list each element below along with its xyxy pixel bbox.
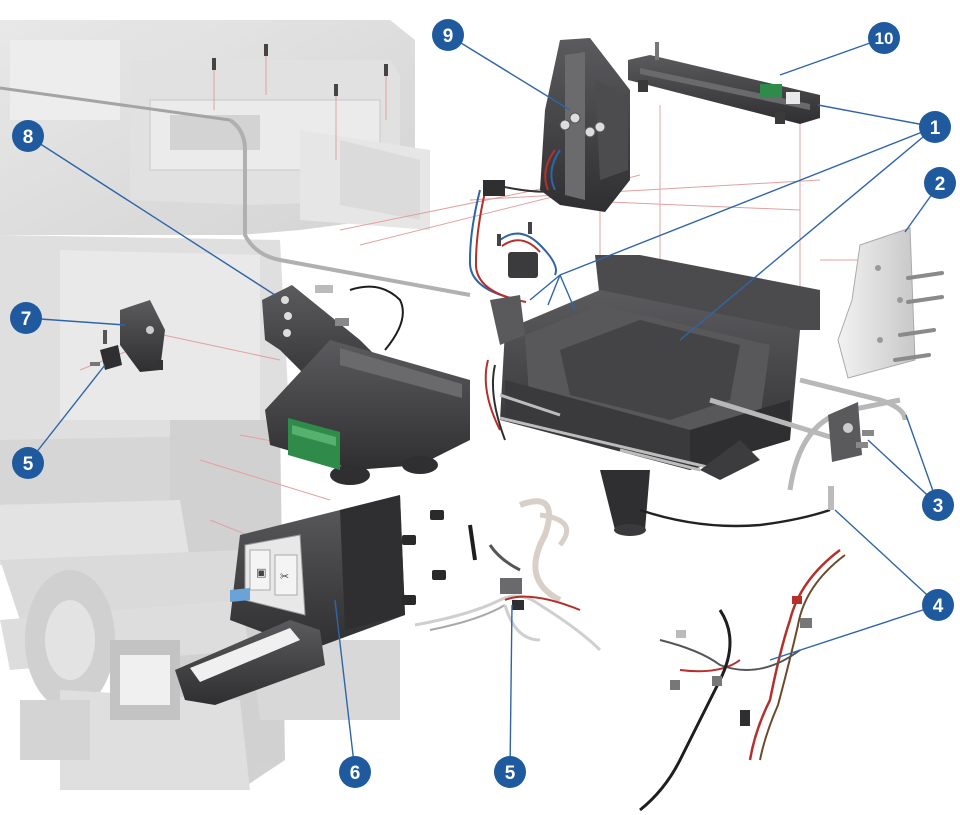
svg-text:9: 9 — [443, 26, 454, 47]
sensor-cable — [468, 180, 561, 303]
callout-6: 6 — [339, 756, 371, 788]
svg-text:1: 1 — [930, 118, 941, 139]
callout-1: 1 — [919, 111, 951, 143]
svg-text:5: 5 — [23, 454, 34, 475]
part-2-side-plate — [837, 227, 944, 379]
frame-screws — [212, 44, 388, 96]
part-6-front-panel: ▣ ✂ — [175, 495, 446, 705]
cutter-icon: ✂ — [280, 570, 289, 583]
part-10-top-bracket — [628, 42, 820, 124]
part-7-small-bracket — [120, 300, 165, 372]
part-4-cables — [639, 486, 846, 812]
part-1-service-station-tray — [484, 255, 820, 536]
callout-4: 4 — [922, 589, 954, 621]
callout-2: 2 — [924, 167, 956, 199]
part-5-cable-harness — [414, 498, 602, 652]
part-9-cover-bracket — [540, 38, 630, 212]
part-3-rail-bracket — [709, 377, 908, 491]
svg-text:8: 8 — [23, 127, 34, 148]
callout-3: 3 — [922, 489, 954, 521]
part-8-arm-module — [262, 285, 470, 485]
svg-text:7: 7 — [21, 309, 32, 330]
svg-text:4: 4 — [933, 596, 944, 617]
svg-text:6: 6 — [350, 763, 361, 784]
part-5-sensor-clip-left — [90, 330, 122, 370]
callout-5-bottom: 5 — [494, 756, 526, 788]
callout-8: 8 — [12, 120, 44, 152]
callout-leader-lines — [25, 34, 941, 773]
svg-text:10: 10 — [875, 29, 894, 48]
callout-5-left: 5 — [12, 447, 44, 479]
svg-text:2: 2 — [935, 174, 946, 195]
paper-icon: ▣ — [256, 566, 266, 579]
callout-7: 7 — [10, 302, 42, 334]
svg-text:5: 5 — [505, 763, 516, 784]
callout-10: 10 — [868, 22, 900, 54]
svg-text:3: 3 — [933, 496, 944, 517]
callout-9: 9 — [432, 19, 464, 51]
